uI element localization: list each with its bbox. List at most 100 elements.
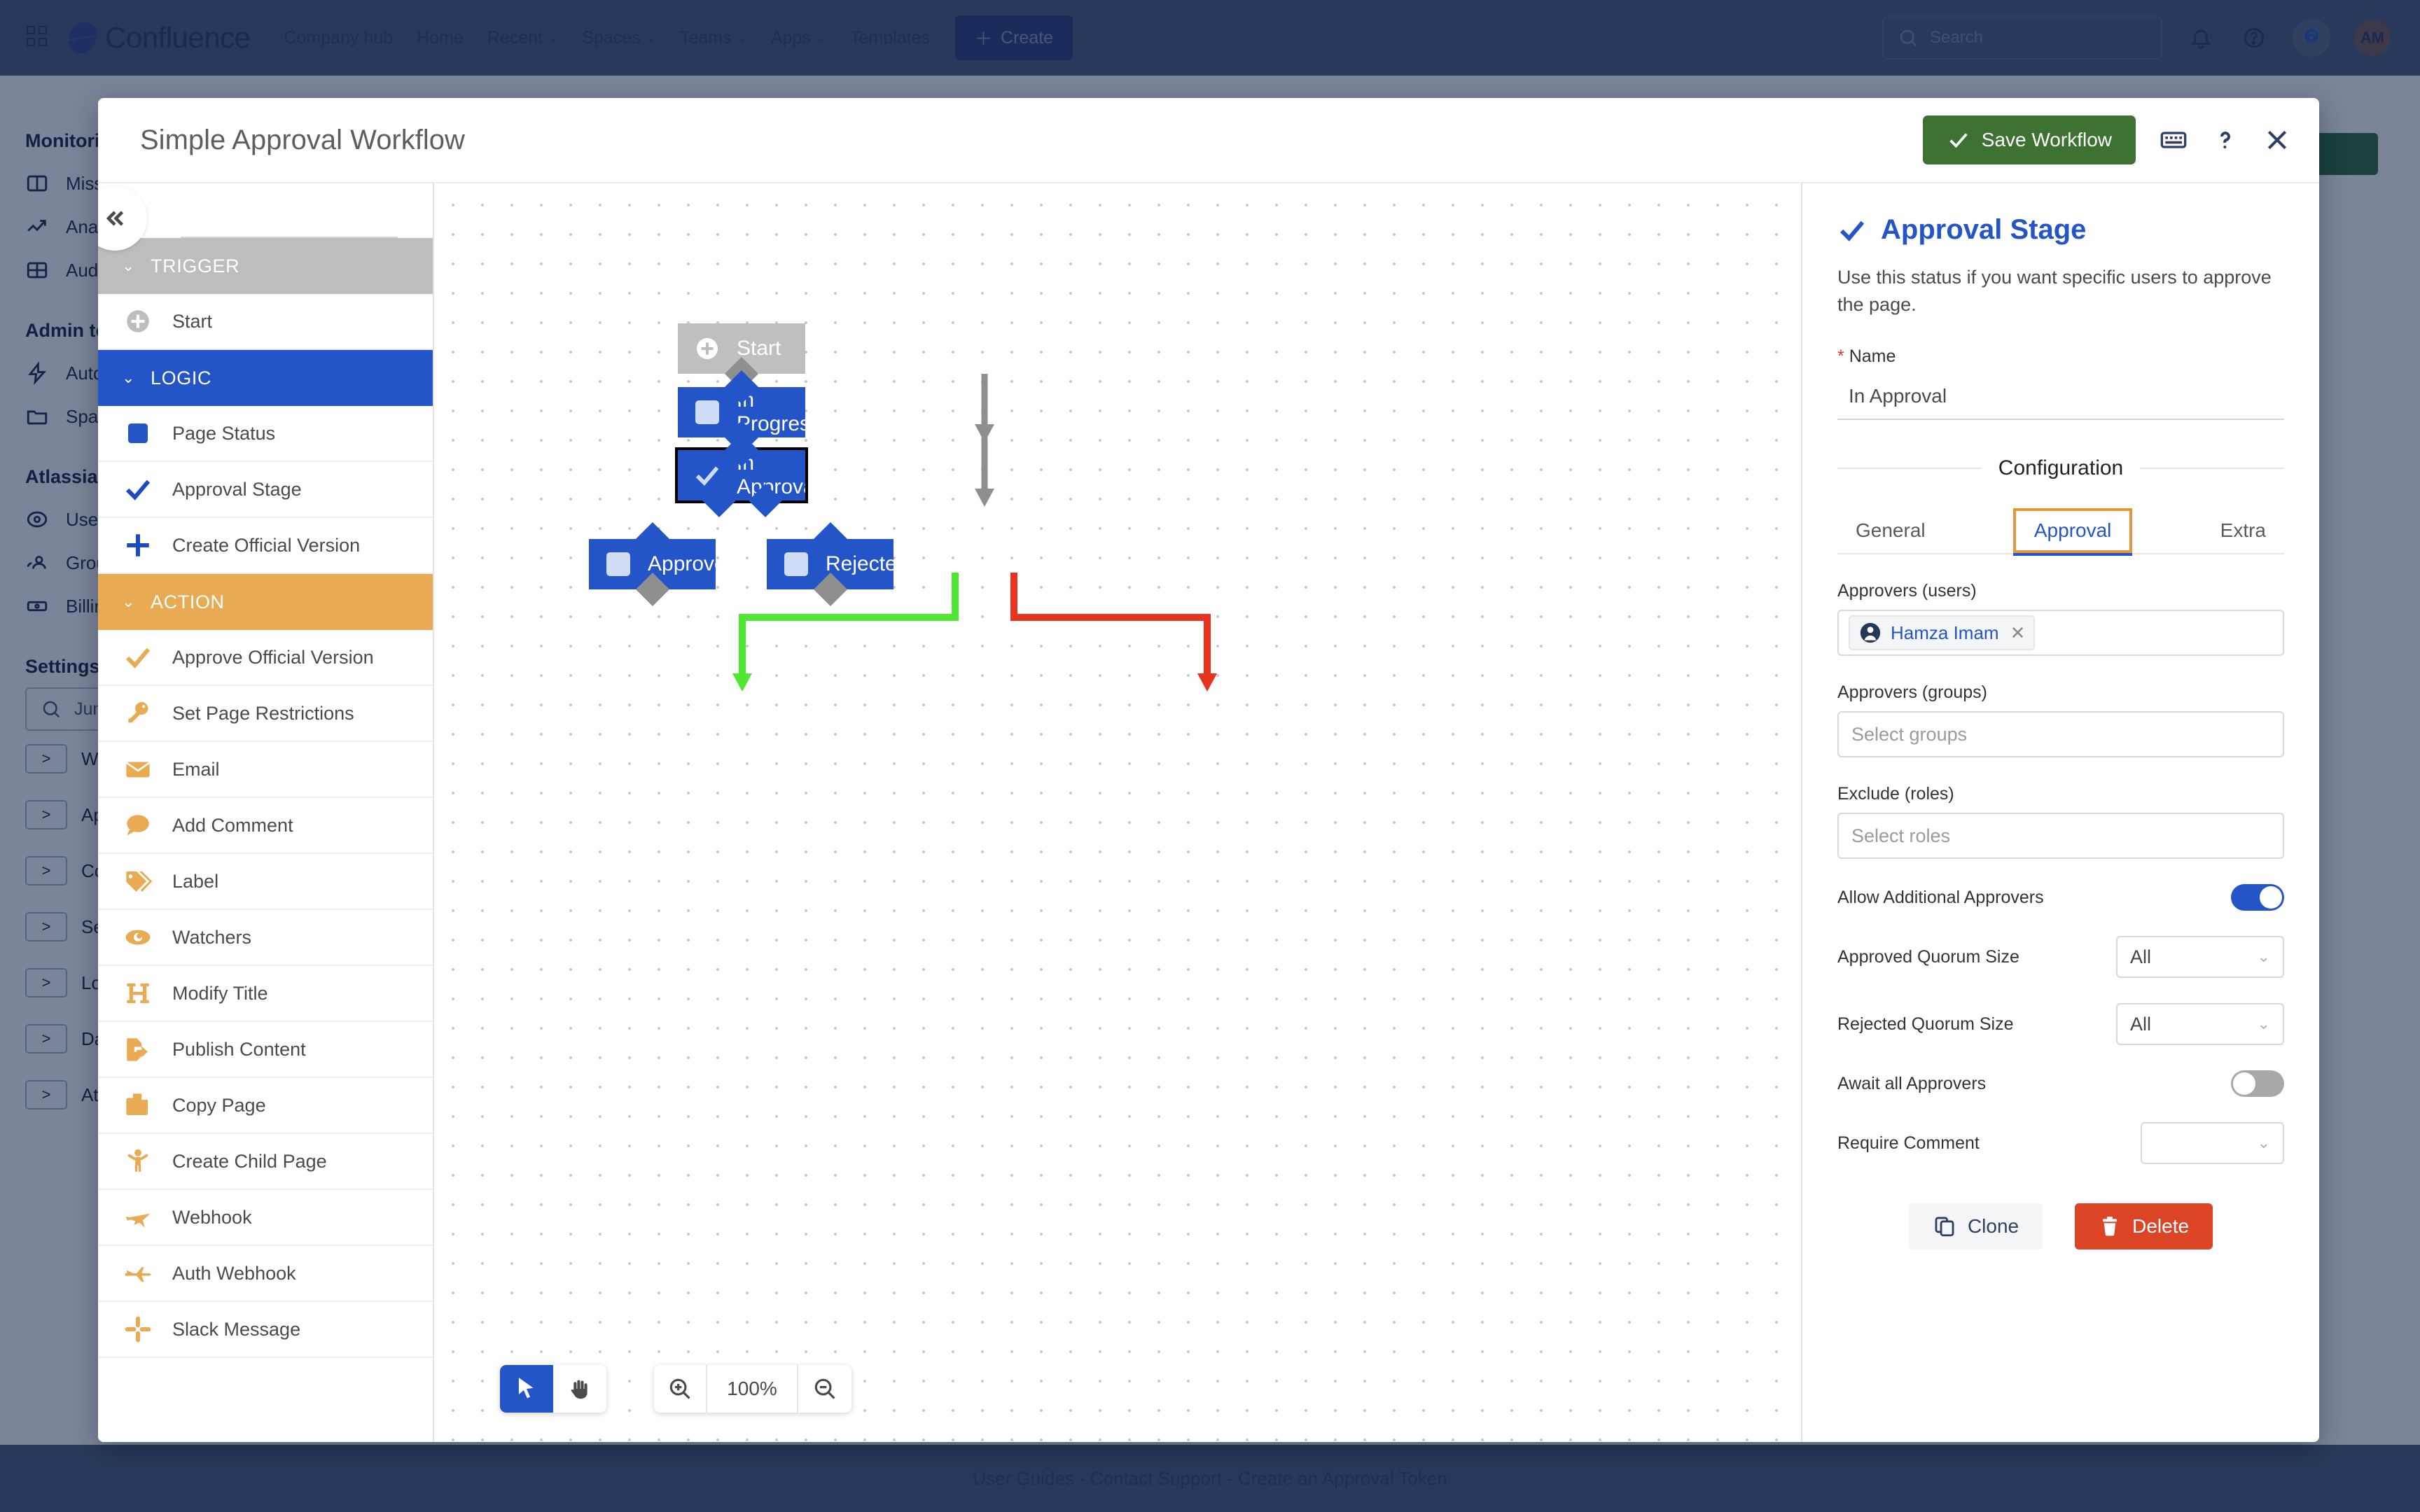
square-icon	[604, 550, 632, 578]
approvers-groups-label: Approvers (groups)	[1837, 682, 1987, 703]
tab-general[interactable]: General	[1856, 519, 1926, 542]
palette-item-label: Start	[172, 310, 213, 332]
workflow-canvas[interactable]: Start In Progress In Approval	[434, 183, 1801, 1442]
approved-quorum-value: All	[2130, 946, 2152, 967]
zoom-out-button[interactable]	[798, 1365, 851, 1413]
modal-header-actions: Save Workflow	[1922, 115, 2291, 164]
eye-icon	[122, 921, 154, 953]
palette-item-create-official-version[interactable]: Create Official Version	[98, 518, 433, 574]
palette-category-label: TRIGGER	[151, 255, 240, 276]
tab-approval[interactable]: Approval	[2012, 508, 2133, 554]
canvas-node-rejected[interactable]: Rejected	[767, 522, 908, 607]
check-icon	[693, 461, 721, 489]
exclude-roles-label: Exclude (roles)	[1837, 784, 1954, 804]
pan-tool-button[interactable]	[553, 1365, 606, 1413]
node-port[interactable]	[635, 522, 670, 556]
palette-item-copy-page[interactable]: Copy Page	[98, 1078, 433, 1134]
palette-item-label: Approval Stage	[172, 478, 302, 500]
palette-item-slack-message[interactable]: Slack Message	[98, 1302, 433, 1358]
palette-item-auth-webhook[interactable]: Auth Webhook	[98, 1246, 433, 1302]
await-all-approvers-toggle[interactable]	[2231, 1070, 2284, 1098]
chevron-down-icon: ⌄	[2257, 1134, 2270, 1152]
delete-button[interactable]: Delete	[2075, 1203, 2213, 1250]
canvas-node-approved[interactable]: Approved	[589, 522, 737, 607]
palette-item-publish-content[interactable]: Publish Content	[98, 1022, 433, 1078]
palette-item-label: Add Comment	[172, 814, 293, 836]
palette-top-bar	[98, 183, 433, 251]
approved-quorum-select[interactable]: All ⌄	[2116, 936, 2284, 979]
palette-item-watchers[interactable]: Watchers	[98, 910, 433, 966]
palette-item-approve-official-version[interactable]: Approve Official Version	[98, 630, 433, 686]
person-icon	[1860, 623, 1881, 643]
approver-chip[interactable]: Hamza Imam ✕	[1849, 615, 2036, 651]
await-all-approvers-label: Await all Approvers	[1837, 1073, 1987, 1093]
palette-item-label: Webhook	[172, 1206, 252, 1228]
palette-category-logic[interactable]: ⌄ LOGIC	[98, 350, 433, 406]
canvas-node-start[interactable]: Start	[678, 323, 805, 391]
tab-extra[interactable]: Extra	[2220, 519, 2266, 542]
palette-item-page-status[interactable]: Page Status	[98, 406, 433, 462]
zoom-in-button[interactable]	[654, 1365, 707, 1413]
palette-category-trigger[interactable]: ⌄ TRIGGER	[98, 238, 433, 294]
palette-search-input[interactable]	[181, 197, 398, 238]
node-port[interactable]	[813, 522, 848, 556]
plus-circle-icon	[693, 335, 721, 363]
canvas-node-in-approval[interactable]: In Approval	[675, 433, 819, 518]
comment-bubble-icon	[122, 809, 154, 841]
node-port[interactable]	[813, 572, 848, 607]
keyboard-shortcuts-icon[interactable]	[2160, 126, 2188, 154]
rejected-quorum-select[interactable]: All ⌄	[2116, 1003, 2284, 1046]
node-port[interactable]	[635, 572, 670, 607]
save-workflow-button[interactable]: Save Workflow	[1922, 115, 2136, 164]
require-comment-row: Require Comment ⌄	[1837, 1122, 2284, 1165]
remove-approver-icon[interactable]: ✕	[2010, 622, 2026, 643]
palette-item-label: Label	[172, 870, 219, 892]
rejected-quorum-row: Rejected Quorum Size All ⌄	[1837, 1003, 2284, 1046]
allow-additional-approvers-toggle[interactable]	[2231, 884, 2284, 911]
chevron-down-icon: ⌄	[2257, 1015, 2270, 1033]
inspector-title: Approval Stage	[1837, 214, 2284, 246]
palette-item-add-comment[interactable]: Add Comment	[98, 798, 433, 854]
inspector-action-buttons: Clone Delete	[1837, 1203, 2284, 1250]
magnify-minus-icon	[814, 1378, 835, 1399]
chevron-down-icon: ⌄	[122, 369, 136, 386]
exclude-roles-select[interactable]: Select roles	[1837, 813, 2284, 860]
require-comment-label: Require Comment	[1837, 1133, 1980, 1153]
close-modal-button[interactable]	[2263, 126, 2291, 154]
approvers-users-field[interactable]: Hamza Imam ✕	[1837, 610, 2284, 657]
await-all-approvers-row: Await all Approvers	[1837, 1070, 2284, 1098]
require-comment-select[interactable]: ⌄	[2141, 1122, 2284, 1165]
required-asterisk: *	[1837, 346, 1844, 367]
canvas-zoom-controls: 100%	[654, 1365, 851, 1413]
inspector-description: Use this status if you want specific use…	[1837, 267, 2272, 316]
plus-circle-icon	[122, 305, 154, 337]
palette-item-label: Create Official Version	[172, 534, 361, 556]
help-question-icon[interactable]	[2211, 126, 2239, 154]
allow-additional-approvers-label: Allow Additional Approvers	[1837, 887, 2044, 907]
canvas-node-in-progress[interactable]: In Progress	[678, 370, 821, 455]
pointer-tool-button[interactable]	[500, 1365, 553, 1413]
close-icon	[2267, 130, 2287, 150]
palette-item-webhook[interactable]: Webhook	[98, 1190, 433, 1246]
palette-item-label: Set Page Restrictions	[172, 702, 354, 724]
palette-item-label: Watchers	[172, 926, 252, 948]
modal-body: ⌄ TRIGGER Start ⌄ LOGIC Page Status Appr…	[98, 182, 2319, 1442]
double-chevron-left-icon	[106, 211, 124, 226]
palette-item-start[interactable]: Start	[98, 294, 433, 350]
palette-category-action[interactable]: ⌄ ACTION	[98, 574, 433, 630]
palette-item-modify-title[interactable]: Modify Title	[98, 966, 433, 1022]
name-input[interactable]	[1837, 374, 2284, 421]
clone-button[interactable]: Clone	[1908, 1203, 2043, 1250]
palette-item-create-child-page[interactable]: Create Child Page	[98, 1134, 433, 1190]
palette-category-label: ACTION	[151, 591, 225, 612]
palette-item-label: Approve Official Version	[172, 646, 374, 668]
palette-item-label[interactable]: Label	[98, 854, 433, 910]
approvers-groups-placeholder: Select groups	[1851, 723, 1968, 745]
approvers-groups-select[interactable]: Select groups	[1837, 711, 2284, 758]
clone-button-label: Clone	[1967, 1215, 2019, 1238]
palette-item-set-page-restrictions[interactable]: Set Page Restrictions	[98, 686, 433, 742]
rejected-quorum-label: Rejected Quorum Size	[1837, 1014, 2014, 1034]
envelope-icon	[122, 753, 154, 785]
palette-item-email[interactable]: Email	[98, 742, 433, 798]
palette-item-approval-stage[interactable]: Approval Stage	[98, 462, 433, 518]
